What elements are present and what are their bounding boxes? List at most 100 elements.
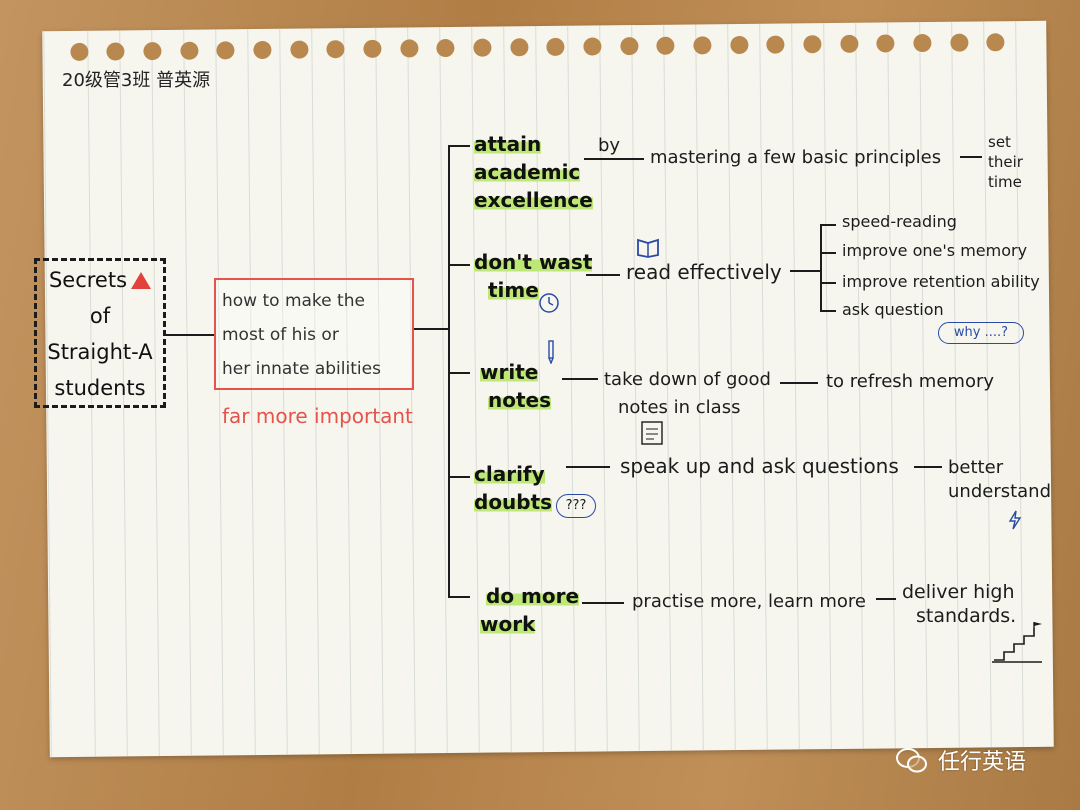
branch-detail-line: take down of good — [604, 369, 771, 390]
branch-5-detail: practise more, learn more — [632, 591, 866, 612]
branch-result-line: time — [988, 173, 1022, 191]
branch-2-detail: read effectively — [626, 260, 782, 284]
punch-hole — [253, 40, 272, 60]
core-idea-line: most of his or — [222, 325, 339, 345]
punch-hole — [913, 33, 932, 53]
central-topic-box — [34, 258, 166, 408]
punch-hole — [693, 36, 712, 55]
sub-item: speed-reading — [842, 212, 957, 231]
sub-item-bracket — [820, 224, 822, 312]
punch-hole — [180, 41, 199, 60]
core-idea-box — [214, 278, 414, 390]
branch-5-label: do more work — [480, 582, 580, 638]
connector-line — [780, 382, 818, 384]
punch-hole — [876, 34, 895, 53]
branch-3-detail: take down of good notes in class — [604, 368, 771, 420]
core-idea-note: far more important — [222, 404, 413, 428]
punch-hole — [216, 41, 235, 60]
notepad-icon — [641, 421, 663, 445]
punch-hole — [106, 42, 125, 61]
punch-hole — [583, 37, 602, 56]
central-title-line: Secrets — [48, 268, 128, 292]
branch-result-line: deliver high — [902, 581, 1015, 603]
core-idea-line: how to make the — [222, 291, 365, 311]
punch-hole — [766, 35, 785, 54]
branch-1-connector-word: by — [598, 135, 621, 156]
punch-hole — [143, 42, 162, 61]
watermark: 任行英语 — [938, 744, 1026, 776]
branch-label-line: do more — [486, 584, 580, 608]
branch-3-result: to refresh memory — [826, 371, 995, 392]
punch-hole — [620, 37, 639, 56]
branch-connector — [448, 264, 470, 266]
sub-item: improve one's memory — [842, 241, 1028, 260]
branch-result-line: better — [948, 457, 1004, 478]
branch-connector — [448, 596, 470, 598]
punch-hole — [70, 42, 89, 61]
wechat-icon — [896, 748, 927, 773]
branch-label-line: attain — [474, 132, 542, 156]
sub-item-tick — [820, 310, 836, 312]
branch-label-line: time — [488, 278, 539, 302]
branch-3-label: write notes — [480, 358, 552, 414]
central-title-line: Straight-A — [47, 340, 153, 364]
branch-connector — [448, 372, 470, 374]
branch-detail-line: notes in class — [618, 397, 741, 418]
punch-hole — [803, 35, 822, 54]
branch-result-line: standards. — [916, 605, 1017, 627]
connector-line — [414, 328, 450, 330]
punch-hole — [656, 36, 675, 55]
branch-result-line: understand — [948, 481, 1052, 502]
branch-label-line: excellence — [474, 188, 593, 212]
punch-hole — [326, 40, 345, 59]
punch-hole — [546, 37, 565, 56]
trunk-line — [448, 145, 450, 597]
branch-label-line: clarify — [474, 462, 545, 486]
branch-2-label: don't wast time — [474, 248, 593, 304]
watermark-text: 任行英语 — [938, 750, 1027, 775]
connector-line — [566, 466, 610, 468]
connector-line — [876, 598, 896, 600]
branch-label-line: doubts — [474, 490, 553, 514]
core-idea-line: her innate abilities — [222, 359, 381, 379]
book-icon — [637, 238, 659, 258]
branch-5-result: deliver high standards. — [902, 580, 1016, 628]
connector-line — [584, 158, 644, 160]
central-topic: Secrets of Straight-A students — [38, 262, 162, 406]
connector-line — [166, 334, 214, 336]
connector-line — [790, 270, 820, 272]
sub-item: ask question — [842, 300, 944, 319]
branch-result-line: set — [988, 133, 1011, 151]
punch-hole — [730, 35, 749, 55]
punch-hole — [290, 40, 309, 59]
branch-label-line: notes — [488, 388, 552, 412]
central-title-line: students — [54, 376, 146, 400]
core-idea-text: how to make the most of his or her innat… — [222, 284, 412, 386]
punch-hole — [473, 38, 492, 57]
punch-hole — [510, 38, 529, 57]
why-bubble: why ....? — [938, 322, 1024, 344]
connector-line — [914, 466, 942, 468]
stairs-icon — [992, 622, 1042, 663]
punch-hole — [986, 33, 1005, 52]
branch-1-detail: mastering a few basic principles — [650, 147, 942, 168]
branch-label-line: don't wast — [474, 250, 593, 274]
punch-hole — [840, 34, 859, 53]
sub-item-tick — [820, 224, 836, 226]
clock-icon — [539, 293, 559, 313]
sub-item: improve retention ability — [842, 272, 1040, 291]
punch-hole — [950, 33, 969, 52]
author-line: 20级管3班 普英源 — [62, 70, 211, 91]
branch-connector — [448, 476, 470, 478]
branch-1-result: set their time — [988, 132, 1023, 192]
branch-4-detail: speak up and ask questions — [620, 454, 899, 478]
branch-result-line: their — [988, 153, 1023, 171]
connector-line — [582, 602, 624, 604]
sub-item-tick — [820, 252, 836, 254]
branch-label-line: work — [480, 612, 536, 636]
question-bubble: ??? — [556, 494, 596, 518]
lightning-icon — [1008, 510, 1022, 530]
punch-hole — [436, 38, 455, 58]
branch-connector — [448, 145, 470, 147]
branch-4-label: clarify doubts — [474, 460, 553, 516]
